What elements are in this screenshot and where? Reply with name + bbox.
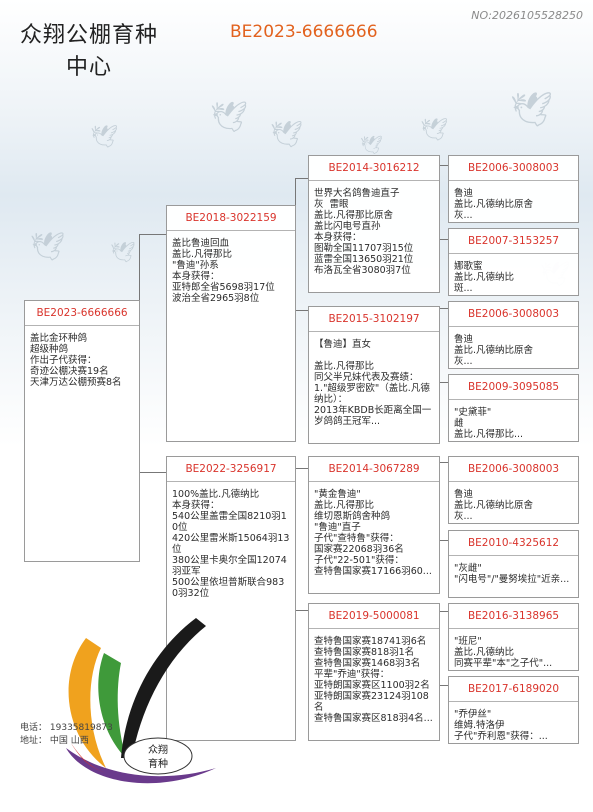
connector-line: [295, 468, 308, 469]
serial-number: NO:2026105528250: [471, 9, 583, 22]
pigeon-details: "乔伊丝" 维姆.特洛伊 子代"乔利恩"获得：...: [454, 709, 548, 742]
connector-line: [439, 540, 448, 541]
dove-icon: 🕊: [30, 230, 66, 263]
contact-address: 地址： 中国 山西: [20, 733, 89, 746]
connector-line: [439, 239, 448, 240]
pigeon-details: 娜歌蜜 盖比.凡德纳比 斑...: [454, 261, 515, 294]
ring-number: BE2015-3102197: [309, 307, 439, 332]
pigeon-details: "黄金鲁迪" 盖比.凡得那比 维切恩斯鸽舍种鸽 "鲁迪"直子 子代"查特鲁"获得…: [314, 489, 432, 577]
loft-logo: 众翔 育种: [66, 618, 216, 784]
phone-number: 19335819873: [49, 723, 113, 733]
connector-line: [439, 165, 448, 166]
logo-black-swoosh: [121, 618, 206, 758]
dove-icon: 🕊: [510, 90, 554, 130]
pedigree-card-g4: BE2006-3008003 鲁迪 盖比.凡德纳比原舍 灰...: [448, 456, 579, 524]
connector-line: [139, 472, 166, 473]
ring-number: BE2018-3022159: [167, 206, 295, 231]
loft-name-line1: 众翔公棚育种: [19, 23, 158, 48]
ring-number: BE2006-3008003: [449, 156, 578, 181]
logo-purple-swoosh: [66, 748, 216, 784]
pedigree-card-dam: BE2022-3256917 100%盖比.凡德纳比 本身获得： 540公里盖雷…: [166, 456, 296, 741]
ring-number: BE2006-3008003: [449, 457, 578, 482]
pedigree-card-g4: BE2010-4325612 "灰雌" "闪电号"/"曼努埃拉"近亲...: [448, 530, 579, 598]
dove-icon: 🕊: [110, 240, 136, 264]
pigeon-details: 【鲁迪】直女 盖比.凡得那比 同父半兄妹代表及赛绩： 1."超级罗密欧"（盖比.…: [314, 339, 432, 427]
ring-number: BE2017-6189020: [449, 677, 578, 702]
pedigree-card-g4: BE2006-3008003 鲁迪 盖比.凡德纳比原舍 灰...: [448, 155, 579, 223]
dove-icon: 🕊: [360, 135, 383, 156]
ring-number: BE2007-3153257: [449, 229, 578, 254]
pigeon-details: 100%盖比.凡德纳比 本身获得： 540公里盖雷全国8210羽10位 420公…: [172, 489, 290, 599]
ring-number: BE2010-4325612: [449, 531, 578, 556]
loft-name-line2: 中心: [65, 55, 112, 80]
connector-line: [439, 685, 448, 686]
ring-number: BE2014-3067289: [309, 457, 439, 482]
ring-number: BE2014-3016212: [309, 156, 439, 181]
pigeon-details: 鲁迪 盖比.凡德纳比原舍 灰...: [454, 188, 534, 221]
ring-number: BE2022-3256917: [167, 457, 295, 482]
ring-number: BE2023-6666666: [25, 301, 139, 326]
logo-text-line2: 育种: [148, 757, 168, 770]
logo-orange-swoosh: [68, 638, 106, 768]
pedigree-card-g4: BE2017-6189020 "乔伊丝" 维姆.特洛伊 子代"乔利恩"获得：..…: [448, 676, 579, 744]
pedigree-card-g4: BE2006-3008003 鲁迪 盖比.凡德纳比原舍 灰...: [448, 301, 579, 369]
dove-icon: 🕊: [210, 100, 249, 135]
connector-line: [295, 310, 308, 311]
pedigree-card-sire: BE2018-3022159 盖比鲁迪回血 盖比.凡得那比 "鲁迪"孙系 本身获…: [166, 205, 296, 442]
connector-line: [439, 462, 448, 463]
connector-line: [439, 308, 448, 309]
pigeon-details: 鲁迪 盖比.凡德纳比原舍 灰...: [454, 489, 534, 522]
address-label: 地址：: [20, 736, 48, 746]
dove-icon: 🕊: [90, 125, 118, 150]
connector-line: [439, 382, 448, 383]
pigeon-details: 盖比金环种鸽 超级种鸽 作出子代获得： 奇迹公棚决赛19名 天津万达公棚预赛8名: [30, 333, 122, 388]
pedigree-card-subject: BE2023-6666666 盖比金环种鸽 超级种鸽 作出子代获得： 奇迹公棚决…: [24, 300, 140, 562]
contact-phone: 电话： 19335819873: [20, 720, 113, 733]
pedigree-card-g4: BE2007-3153257 娜歌蜜 盖比.凡德纳比 斑...: [448, 228, 579, 296]
pigeon-details: 世界大名鸽鲁迪直子 灰 雷眼 盖比.凡得那比原舍 盖比闪电号直孙 本身获得： 图…: [314, 188, 414, 276]
pedigree-card-dam-dam: BE2019-5000081 查特鲁国家赛18741羽6名 查特鲁国家赛818羽…: [308, 603, 440, 741]
ring-number: BE2009-3095085: [449, 375, 578, 400]
pedigree-card-sire-dam: BE2015-3102197 【鲁迪】直女 盖比.凡得那比 同父半兄妹代表及赛绩…: [308, 306, 440, 444]
ring-number: BE2019-5000081: [309, 604, 439, 629]
pigeon-details: 查特鲁国家赛18741羽6名 查特鲁国家赛818羽1名 查特鲁国家赛1468羽3…: [314, 636, 433, 724]
connector-line: [295, 178, 308, 179]
pedigree-card-g4: BE2016-3138965 "班尼" 盖比.凡德纳比 同赛平辈"本"之子代".…: [448, 603, 579, 671]
ring-number: BE2006-3008003: [449, 302, 578, 327]
pigeon-details: 盖比鲁迪回血 盖比.凡得那比 "鲁迪"孙系 本身获得： 亚特郎全省5698羽17…: [172, 238, 275, 304]
dove-icon: 🕊: [420, 118, 448, 143]
pigeon-details: "班尼" 盖比.凡德纳比 同赛平辈"本"之子代"...: [454, 636, 553, 669]
connector-line: [139, 234, 166, 235]
logo-green-swoosh: [98, 653, 126, 758]
pedigree-card-sire-sire: BE2014-3016212 世界大名鸽鲁迪直子 灰 雷眼 盖比.凡得那比原舍 …: [308, 155, 440, 293]
pigeon-details: "灰雌" "闪电号"/"曼努埃拉"近亲...: [454, 563, 570, 585]
pedigree-card-g4: BE2009-3095085 "史黛菲" 雌 盖比.凡得那比...: [448, 374, 579, 442]
pigeon-details: 鲁迪 盖比.凡德纳比原舍 灰...: [454, 334, 534, 367]
pedigree-card-dam-sire: BE2014-3067289 "黄金鲁迪" 盖比.凡得那比 维切恩斯鸽舍种鸽 "…: [308, 456, 440, 594]
pigeon-details: "史黛菲" 雌 盖比.凡得那比...: [454, 407, 524, 440]
connector-line: [295, 610, 308, 611]
ring-number: BE2016-3138965: [449, 604, 578, 629]
subject-ring-heading: BE2023-6666666: [230, 22, 378, 42]
phone-label: 电话：: [20, 723, 48, 733]
logo-text-line1: 众翔: [148, 743, 168, 756]
dove-icon: 🕊: [270, 120, 304, 150]
address-value: 中国 山西: [49, 736, 89, 746]
connector-line: [439, 611, 448, 612]
loft-name: 众翔公棚育种 中心: [0, 20, 178, 84]
logo-text-badge: [123, 737, 193, 775]
